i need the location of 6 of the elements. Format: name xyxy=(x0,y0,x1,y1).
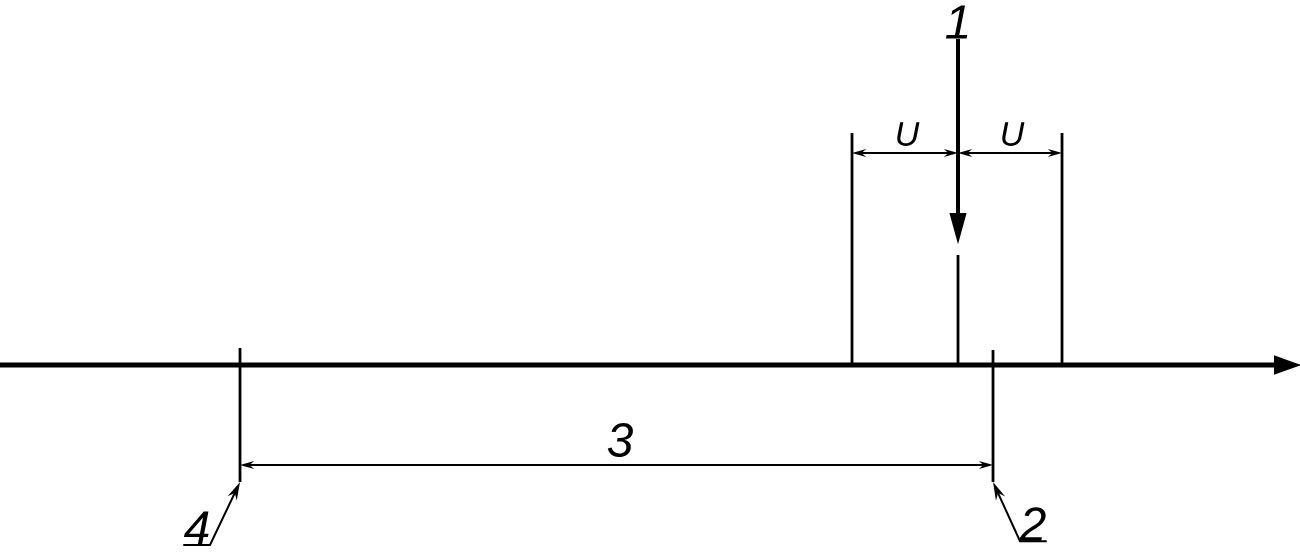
callout-number: 1 xyxy=(945,5,968,39)
callout-number: 2 xyxy=(1019,507,1046,541)
dimension-label: U xyxy=(897,122,920,146)
callout-number: 4 xyxy=(183,511,209,545)
dimension-label: 3 xyxy=(607,423,633,457)
dimension-label: U xyxy=(1002,122,1025,146)
